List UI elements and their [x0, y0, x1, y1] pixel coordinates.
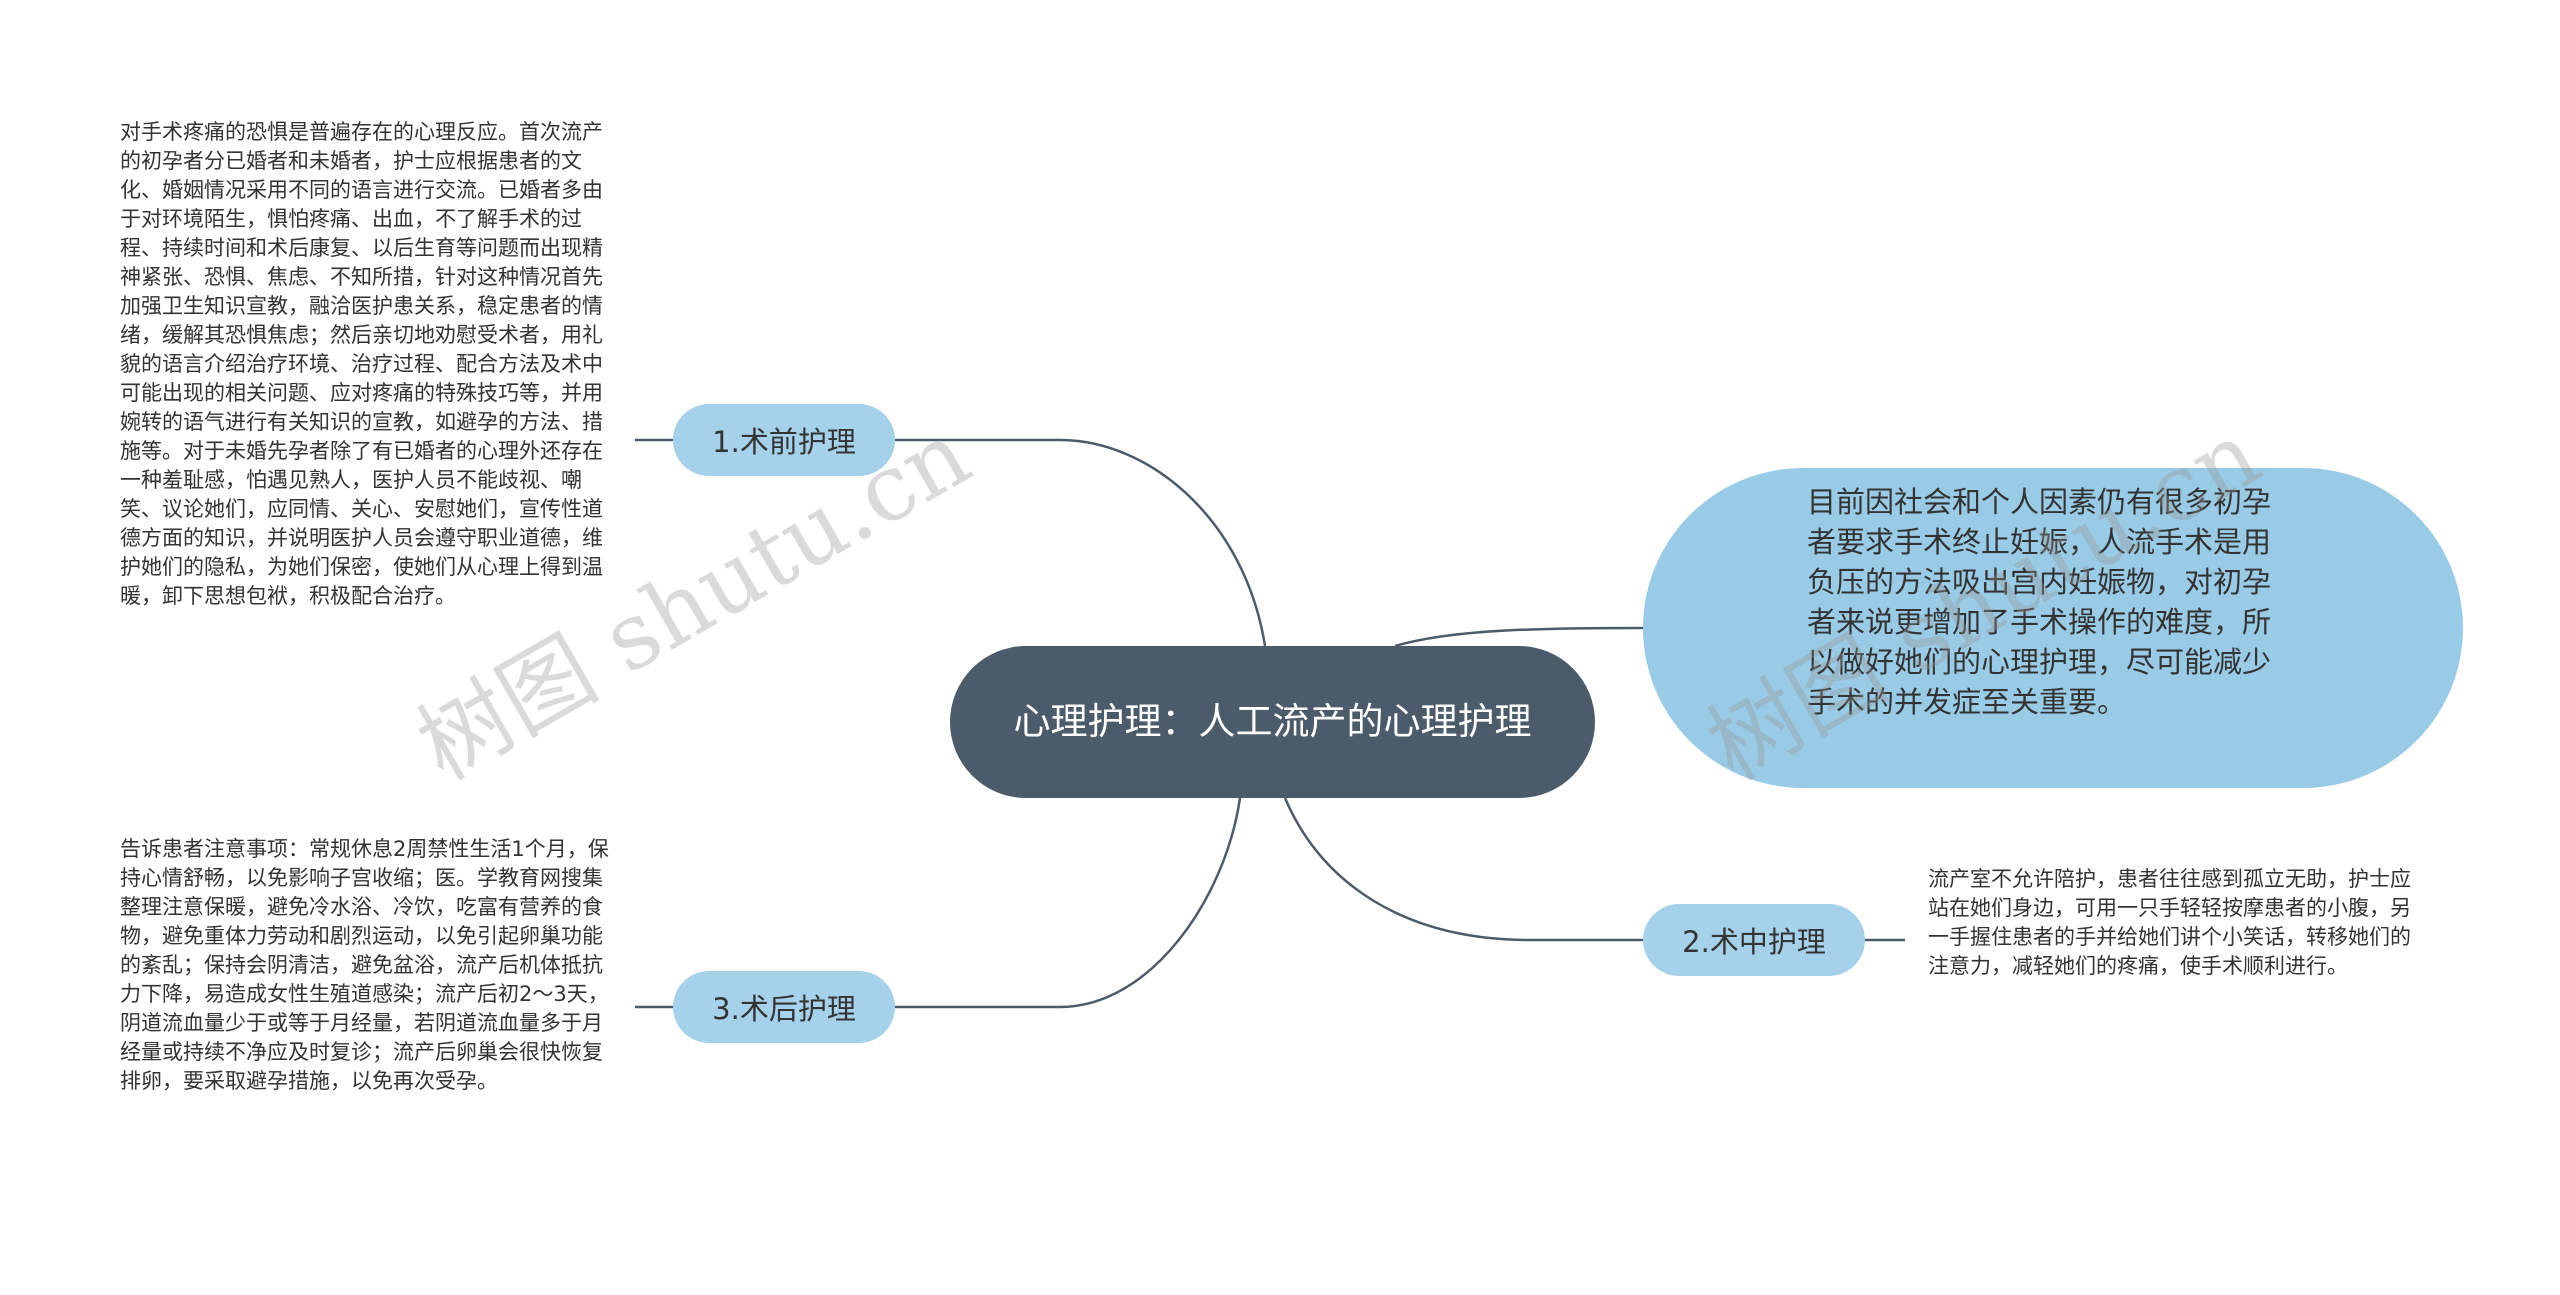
preop-detail-text: 对手术疼痛的恐惧是普遍存在的心理反应。首次流产的初孕者分已婚者和未婚者，护士应根… [120, 120, 603, 608]
branch-preop-label: 1.术前护理 [712, 425, 856, 459]
branch-postop-label: 3.术后护理 [712, 992, 856, 1026]
connector-root-intraop [1283, 797, 1643, 942]
branch-preop[interactable]: 1.术前护理 [673, 404, 895, 476]
root-topic[interactable]: 心理护理：人工流产的心理护理 [950, 646, 1595, 798]
branch-intraop-label: 2.术中护理 [1682, 925, 1826, 959]
root-topic-label: 心理护理：人工流产的心理护理 [1013, 700, 1532, 743]
branch-intraop[interactable]: 2.术中护理 [1643, 904, 1865, 976]
postop-detail-text: 告诉患者注意事项：常规休息2周禁性生活1个月，保持心情舒畅，以免影响子宫收缩；医… [120, 837, 609, 1093]
connector-root-postop [895, 797, 1242, 1009]
connector-root-preop [895, 438, 1267, 647]
intro-text: 目前因社会和个人因素仍有很多初孕者要求手术终止妊娠，人流手术是用负压的方法吸出宫… [1807, 485, 2272, 719]
branch-postop[interactable]: 3.术后护理 [673, 971, 895, 1043]
intraop-detail-text: 流产室不允许陪护，患者往往感到孤立无助，护士应站在她们身边，可用一只手轻轻按摩患… [1928, 867, 2411, 978]
intro-bubble[interactable]: 目前因社会和个人因素仍有很多初孕者要求手术终止妊娠，人流手术是用负压的方法吸出宫… [1643, 468, 2463, 788]
connector-root-intro [1394, 626, 1644, 648]
